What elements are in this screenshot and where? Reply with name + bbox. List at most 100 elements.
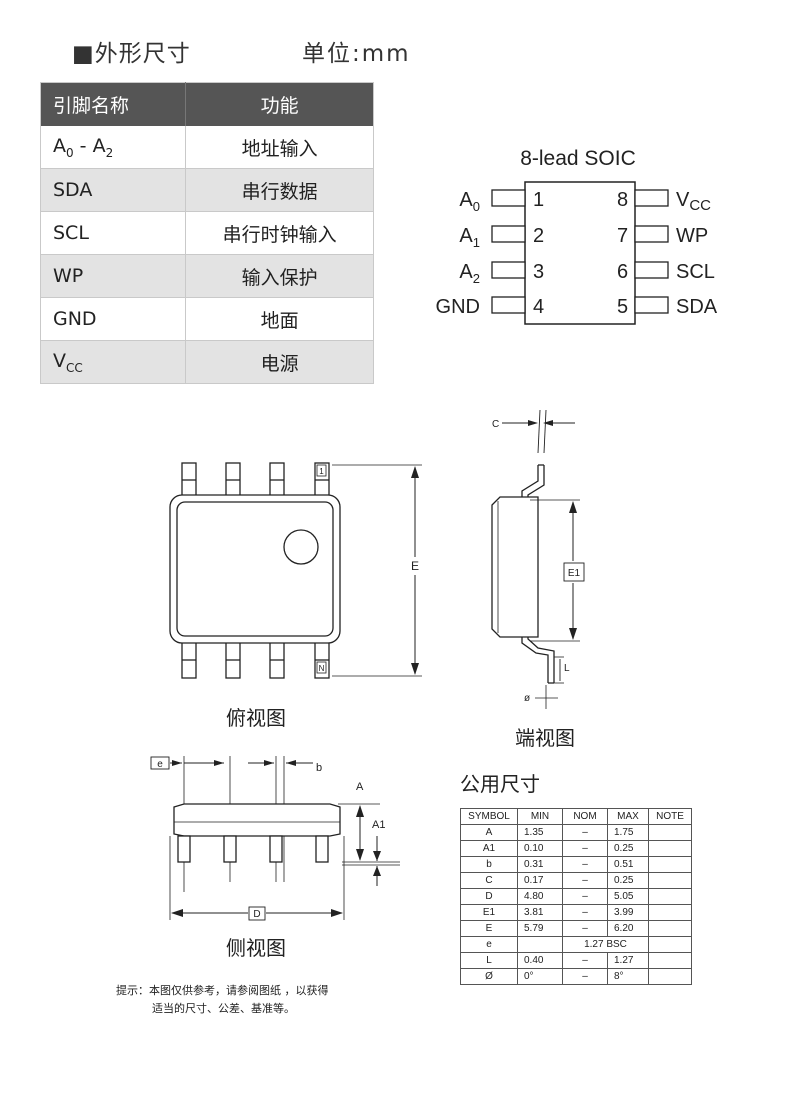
table-row: GND 地面	[40, 297, 374, 341]
pin-stub	[491, 189, 526, 207]
package-top-surface	[176, 501, 334, 637]
cell-sym: E1	[460, 904, 518, 921]
pin-number: 7	[617, 225, 628, 247]
pin-name: SDA	[40, 168, 186, 212]
cell-note	[648, 824, 692, 841]
cell-max: 3.99	[607, 904, 649, 921]
header-max: MAX	[607, 808, 649, 825]
unit-label: 单位:mm	[302, 41, 411, 67]
cell-nom: –	[562, 824, 608, 841]
header-min: MIN	[517, 808, 563, 825]
cell-nom: –	[562, 904, 608, 921]
pin-number: 1	[533, 189, 544, 211]
cell-max: 6.20	[607, 920, 649, 937]
dim-D-box	[248, 906, 266, 921]
cell-nom: –	[562, 840, 608, 857]
pin-name: GND	[40, 297, 186, 341]
pin-name: A0 - A2	[40, 126, 186, 169]
cell-min: 4.80	[517, 888, 563, 905]
pin-name: VCC	[40, 340, 186, 384]
dim-D-label: D	[253, 909, 260, 920]
side-view-drawing: e b A A1 D	[150, 756, 400, 921]
pin-label: SCL	[676, 261, 715, 283]
pin-function: 输入保护	[185, 254, 374, 298]
cell-max: 1.27	[607, 952, 649, 969]
pin-stub	[634, 189, 669, 207]
cell-note	[648, 904, 692, 921]
dim-C-label: C	[492, 419, 499, 430]
cell-note	[648, 872, 692, 889]
cell-note	[648, 952, 692, 969]
cell-min: 5.79	[517, 920, 563, 937]
table-header-row: 引脚名称 功能	[40, 82, 374, 126]
cell-min: 0.31	[517, 856, 563, 873]
top-view-drawing: 1 N E	[169, 462, 422, 679]
dim-phi-label: ø	[524, 693, 530, 704]
pin-label: A0	[459, 189, 480, 214]
note-line-1: 提示：本图仅供参考，请参阅图纸 ，以获得	[116, 984, 329, 997]
dim-b-label: b	[316, 762, 322, 774]
cell-note	[648, 856, 692, 873]
pin-number: 5	[617, 296, 628, 318]
pin-label: WP	[676, 225, 708, 247]
lead	[315, 835, 329, 863]
cell-note	[648, 888, 692, 905]
package-side-body	[173, 803, 341, 837]
pin-function-table: 引脚名称 功能 A0 - A2 地址输入 SDA 串行数据 SCL 串行时钟输入…	[40, 82, 374, 384]
pin-function: 电源	[185, 340, 374, 384]
cell-nom: –	[562, 920, 608, 937]
cell-sym: D	[460, 888, 518, 905]
cell-min	[517, 936, 563, 953]
note-line-2: 适当的尺寸、公差、基准等。	[152, 1002, 295, 1015]
dimensions-title: 公用尺寸	[460, 772, 540, 796]
cell-nom: –	[562, 856, 608, 873]
pin-number: 6	[617, 261, 628, 283]
cell-nom: –	[562, 952, 608, 969]
cell-note	[648, 936, 692, 953]
table-row: WP 输入保护	[40, 254, 374, 298]
dim-A-label: A	[356, 781, 364, 793]
pin-label: VCC	[676, 189, 711, 214]
pin-label: GND	[436, 296, 480, 318]
pin-label: SDA	[676, 296, 718, 318]
pin-number: 3	[533, 261, 544, 283]
header-symbol: SYMBOL	[460, 808, 518, 825]
end-view-drawing: C E1 L ø	[491, 409, 585, 709]
table-row: SCL 串行时钟输入	[40, 211, 374, 255]
cell-max: 0.25	[607, 840, 649, 857]
table-row: e 1.27 BSC	[460, 936, 692, 953]
cell-sym: e	[460, 936, 518, 953]
lead-profile	[521, 465, 555, 683]
cell-max: 0.51	[607, 856, 649, 873]
package-body-profile	[491, 496, 539, 638]
cell-min: 0.10	[517, 840, 563, 857]
pin1-marker	[283, 529, 319, 565]
cell-span: 1.27 BSC	[562, 936, 649, 953]
pin-stub	[491, 261, 526, 279]
pinN-label: N	[319, 664, 325, 673]
pin-stub	[634, 261, 669, 279]
pin-label: A1	[459, 225, 480, 250]
end-view-caption: 端视图	[515, 726, 575, 750]
cell-nom: –	[562, 872, 608, 889]
table-row: VCC 电源	[40, 340, 374, 384]
cell-nom: –	[562, 968, 608, 985]
page-title: ■外形尺寸	[72, 41, 191, 67]
pin-number: 2	[533, 225, 544, 247]
pin-function: 地址输入	[185, 126, 374, 169]
table-header-row: SYMBOL MIN NOM MAX NOTE	[460, 808, 692, 825]
pin-stub	[634, 225, 669, 243]
pinN-box	[316, 661, 327, 674]
pinout-title: 8-lead SOIC	[520, 147, 636, 170]
table-row: A0 - A2 地址输入	[40, 126, 374, 169]
cell-min: 0°	[517, 968, 563, 985]
table-row: SDA 串行数据	[40, 168, 374, 212]
pin-name: SCL	[40, 211, 186, 255]
